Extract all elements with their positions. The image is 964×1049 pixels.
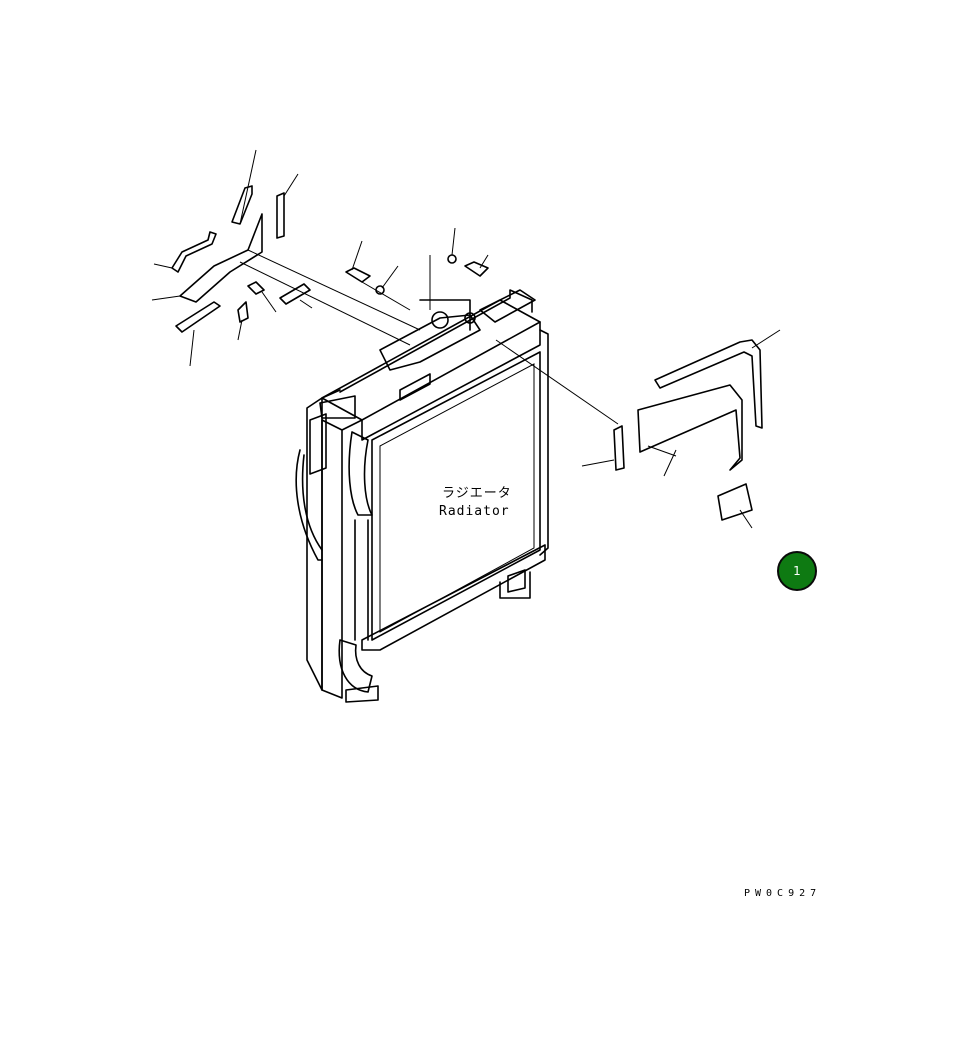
radiator-assembly bbox=[295, 289, 549, 703]
radiator-label-jp: ラジエータ bbox=[442, 486, 512, 501]
right-parts bbox=[495, 329, 781, 529]
radiator-label-en: Radiator bbox=[439, 504, 510, 519]
drawing-code: PW0C927 bbox=[744, 888, 822, 899]
upper-left-parts bbox=[151, 149, 421, 367]
callout-badge: 1 bbox=[777, 551, 817, 591]
bolts-and-washers bbox=[345, 227, 489, 311]
